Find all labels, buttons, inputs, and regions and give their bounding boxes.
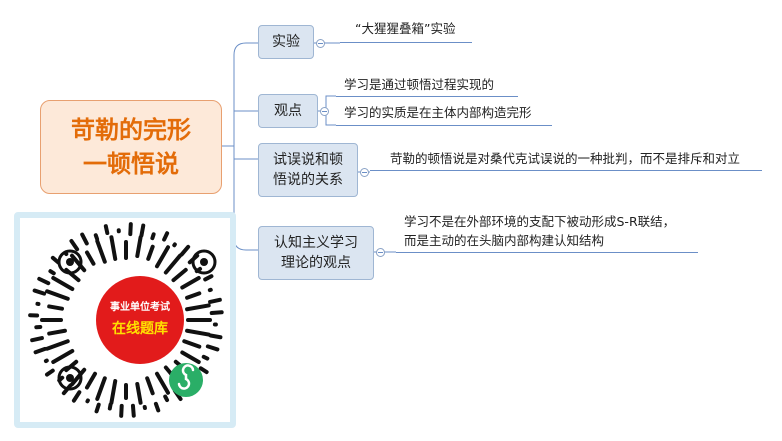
qr-dash (208, 333, 223, 340)
qr-dash (135, 382, 143, 405)
root-title-line2: 一顿悟说 (83, 150, 179, 178)
qr-dash (93, 233, 100, 242)
qr-dash (85, 371, 97, 390)
qr-dash (208, 297, 222, 304)
qr-dash (162, 231, 170, 242)
leaf-underline (396, 252, 698, 253)
qr-dash (163, 253, 182, 275)
branch-experiment[interactable]: 实验 (258, 25, 314, 59)
qr-dash (155, 245, 170, 269)
qr-dash (209, 310, 224, 316)
qr-dash (185, 303, 211, 312)
collapse-toggle-icon[interactable] (376, 248, 385, 257)
qr-dash (145, 376, 155, 396)
qr-dash (107, 402, 113, 411)
qr-dash (172, 242, 177, 248)
qr-dash (47, 328, 67, 336)
qr-dash (47, 304, 64, 311)
qr-dash (85, 250, 96, 266)
leaf-experiment-1: “大猩猩叠箱”实验 (355, 21, 456, 36)
qr-dash (146, 244, 155, 261)
qr-dash (139, 223, 146, 238)
qr-dash (182, 339, 202, 349)
leaf-viewpoint-2: 学习的实质是在主体内部构造完形 (344, 105, 532, 120)
branch-cognitive[interactable]: 认知主义学习 理论的观点 (258, 226, 374, 280)
qr-dash (50, 255, 61, 265)
qr-dash (130, 403, 136, 418)
collapse-toggle-icon[interactable] (316, 39, 325, 48)
qr-dash (95, 239, 107, 264)
leaf-viewpoint-1: 学习是通过顿悟过程实现的 (344, 77, 495, 92)
qr-dash (180, 276, 201, 290)
branch-viewpoint-label: 观点 (274, 103, 302, 119)
qr-dash (33, 346, 48, 355)
qr-dash (185, 328, 211, 337)
branch-cognitive-label-line1: 认知主义学习 (274, 235, 358, 251)
leaf-underline (370, 170, 762, 171)
qr-dash (153, 401, 161, 413)
branch-relation[interactable]: 试误说和顿 悟说的关系 (258, 143, 358, 197)
qr-dash (94, 402, 101, 414)
qr-dash (155, 371, 170, 395)
collapse-toggle-icon[interactable] (360, 168, 369, 177)
qr-dash (70, 367, 87, 387)
qr-dash (109, 379, 118, 405)
leaf-cognitive-1: 学习不是在外部环境的支配下被动形成S-R联结， (404, 214, 676, 229)
qr-dash (45, 368, 55, 377)
leaf-underline (336, 125, 552, 126)
qr-dash (37, 276, 51, 286)
branch-viewpoint[interactable]: 观点 (258, 94, 318, 128)
qr-dash (180, 350, 201, 364)
leaf-underline (340, 42, 472, 43)
qr-dash (51, 276, 75, 291)
qr-dash (51, 349, 75, 364)
leaf-underline (336, 96, 518, 97)
qr-dash (109, 235, 118, 261)
qr-dash (45, 289, 70, 301)
qr-dash (205, 344, 220, 352)
branch-relation-label-line2: 悟说的关系 (273, 172, 343, 188)
qr-center-badge: 事业单位考试 在线题库 (96, 276, 184, 364)
qr-dash (45, 339, 70, 351)
root-title-line1: 苛勒的完形 (71, 116, 191, 144)
qr-dash (135, 235, 143, 258)
collapse-toggle-icon[interactable] (320, 107, 329, 116)
qr-dash (203, 274, 214, 282)
qr-dash (69, 239, 80, 252)
qr-center-line2: 在线题库 (112, 321, 168, 337)
qr-dash (103, 224, 110, 235)
qr-dash (179, 244, 191, 257)
branch-experiment-label: 实验 (272, 34, 300, 50)
qr-dash (30, 336, 44, 343)
qr-dash (198, 366, 209, 375)
qr-dash (95, 376, 107, 401)
branch-relation-label-line1: 试误说和顿 (273, 152, 343, 168)
leaf-cognitive-2: 而是主动的在头脑内部构建认知结构 (404, 233, 605, 248)
qr-dash (201, 354, 210, 361)
qr-dash (48, 269, 56, 276)
qr-dash (185, 291, 202, 300)
qr-dash (32, 288, 47, 296)
qr-dash (171, 267, 188, 283)
qr-dash (163, 394, 170, 403)
leaf-relation-1: 苛勒的顿悟说是对桑代克试误说的一种批判，而不是排斥和对立 (390, 151, 741, 166)
qr-dash (71, 390, 82, 403)
branch-cognitive-label-line2: 理论的观点 (281, 255, 351, 271)
qr-dash (70, 253, 87, 273)
qr-dash (80, 232, 89, 246)
qr-center-line1: 事业单位考试 (110, 302, 170, 313)
qr-dash (150, 232, 156, 241)
root-topic[interactable]: 苛勒的完形 一顿悟说 (40, 100, 222, 194)
